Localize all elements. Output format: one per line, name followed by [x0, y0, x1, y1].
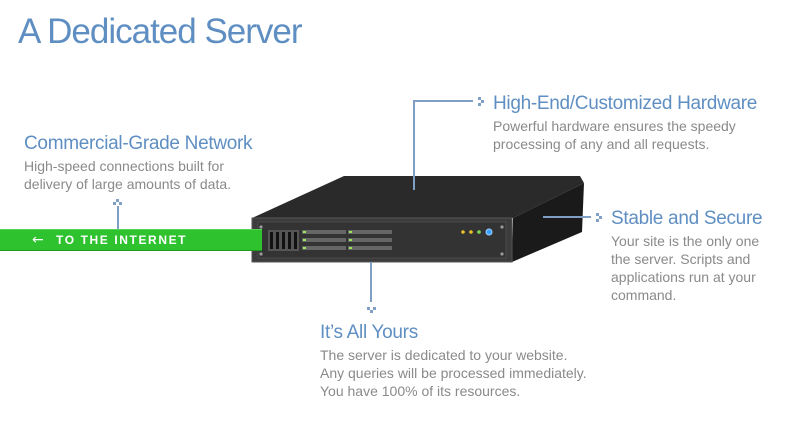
- callout-body: Your site is the only one the server. Sc…: [611, 232, 791, 304]
- status-led-icon: [477, 230, 481, 234]
- left-arrow-icon: ←: [32, 232, 44, 248]
- internet-label: TO THE INTERNET: [56, 233, 188, 247]
- screw-icon: [500, 225, 504, 229]
- drive-bays: [302, 230, 392, 250]
- callout-line: processing of any and all requests.: [493, 136, 710, 152]
- callout-line: Powerful hardware ensures the speedy: [493, 118, 736, 134]
- page-title: A Dedicated Server: [18, 12, 303, 51]
- callout-body: High-speed connections built for deliver…: [24, 157, 264, 193]
- callout-line: You have 100% of its resources.: [320, 383, 521, 399]
- callout-line: the server. Scripts and: [611, 251, 751, 267]
- callout-hardware: High-End/Customized Hardware Powerful ha…: [493, 93, 783, 153]
- callout-network: Commercial-Grade Network High-speed conn…: [24, 133, 264, 193]
- callout-body: Powerful hardware ensures the speedy pro…: [493, 117, 783, 153]
- callout-heading: It’s All Yours: [320, 322, 418, 343]
- callout-line: The server is dedicated to your website.: [320, 347, 568, 363]
- callout-line: Your site is the only one: [611, 233, 760, 249]
- callout-line: Any queries will be processed immediatel…: [320, 365, 587, 381]
- screw-icon: [259, 252, 263, 256]
- server-top: [252, 176, 584, 218]
- screw-icon: [259, 225, 263, 229]
- callout-yours: It’s All Yours The server is dedicated t…: [320, 322, 640, 400]
- callout-heading: Commercial-Grade Network: [24, 133, 253, 154]
- connector-secure: [543, 213, 602, 222]
- server-side: [512, 183, 584, 262]
- connector-network: [113, 199, 122, 229]
- connector-yours: [367, 262, 376, 313]
- callout-line: applications run at your: [611, 269, 756, 285]
- callout-line: High-speed connections built for: [24, 158, 225, 174]
- screw-icon: [500, 252, 504, 256]
- vent-grille: [268, 230, 299, 251]
- status-led-icon: [469, 230, 473, 234]
- power-button-icon: [485, 228, 493, 236]
- connector-hardware: [413, 97, 484, 190]
- internet-cable: ← TO THE INTERNET: [0, 229, 262, 251]
- status-led-icon: [461, 230, 465, 234]
- callout-line: delivery of large amounts of data.: [24, 176, 232, 192]
- callout-secure: Stable and Secure Your site is the only …: [611, 208, 791, 304]
- callout-body: The server is dedicated to your website.…: [320, 346, 640, 400]
- callout-line: command.: [611, 287, 677, 303]
- callout-heading: Stable and Secure: [611, 208, 763, 229]
- callout-heading: High-End/Customized Hardware: [493, 93, 758, 114]
